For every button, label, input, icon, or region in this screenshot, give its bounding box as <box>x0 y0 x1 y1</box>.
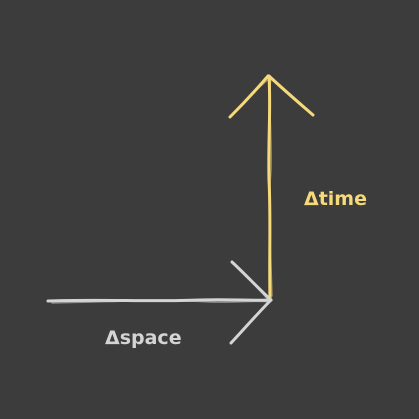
space-arrow-head-ghost <box>233 264 270 341</box>
time-arrow-shaft-ghost <box>269 77 273 297</box>
space-arrow-shaft-ghost <box>51 300 271 304</box>
space-label: Δspace <box>105 327 182 349</box>
time-arrow <box>228 74 315 300</box>
time-arrow-head-right <box>267 74 315 117</box>
time-arrow-head-ghost <box>232 77 311 115</box>
space-arrow-shaft <box>46 298 273 303</box>
space-arrow <box>46 260 273 345</box>
time-label: Δtime <box>304 188 367 210</box>
